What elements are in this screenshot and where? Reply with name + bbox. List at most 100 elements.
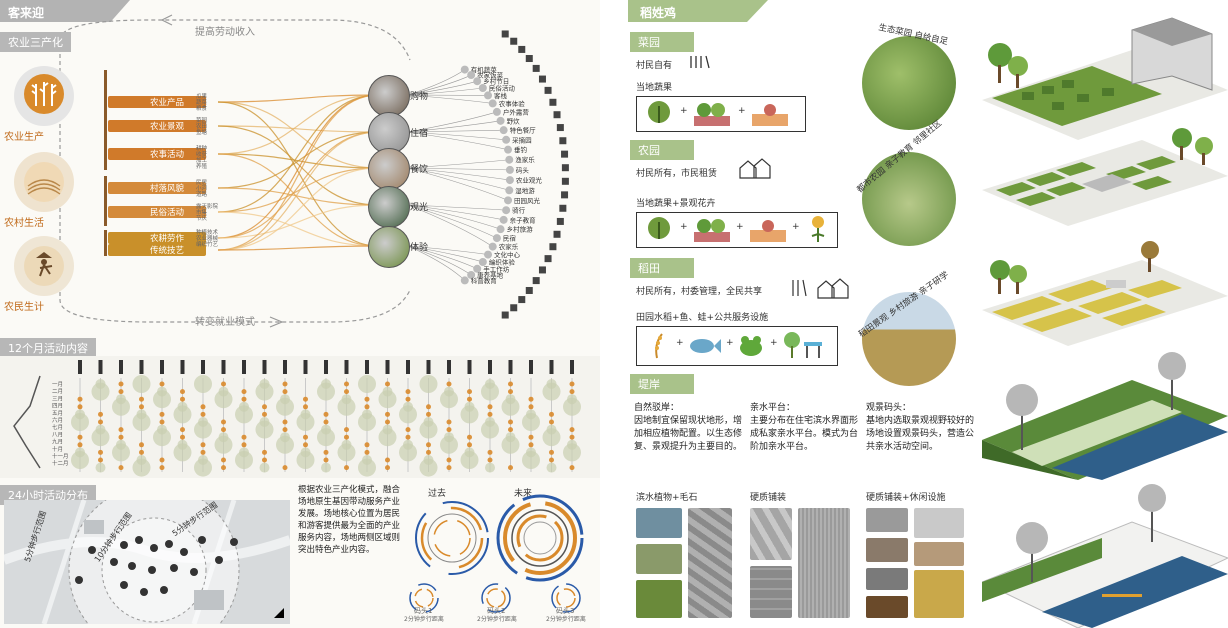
activity-intensity-dot [98,419,103,425]
category-label-4: 村落风貌 [150,184,185,194]
activity-intensity-dot [378,428,397,447]
activity-column-header [160,360,164,374]
activity-intensity-dot [71,451,89,469]
fan-item-label: 特色餐厅 [510,126,537,135]
activity-intensity-dot [303,434,308,440]
activity-column-header [180,360,185,374]
fan-item-icon [518,45,526,53]
past-label: 过去 [428,489,447,499]
fan-node [467,71,476,80]
activity-intensity-dot [282,427,288,433]
activity-intensity-dot [419,375,438,393]
fan-item-icon [501,30,509,38]
activity-intensity-dot [221,381,226,387]
activity-column-header [529,360,533,374]
fan-line [407,204,501,230]
fan-item-label: 乡村旅游 [507,225,534,234]
activity-column-header [508,360,513,374]
fan-line [407,87,483,96]
fan-node [496,225,505,234]
fan-item-icon [561,164,569,172]
activity-column-header [467,360,472,374]
fan-line [407,204,507,211]
veg-bed-icon [694,103,730,126]
month-label: 一月 [52,381,63,388]
activity-intensity-dot [549,449,554,455]
activity-intensity-dot [235,405,253,424]
flow-line-1 [217,94,379,103]
flow-line-7 [217,153,379,169]
swatch-bench-1 [914,508,964,538]
fan-item-icon [532,64,540,72]
bar-livelihood [104,230,107,256]
swatch-rubble-stone [688,508,732,618]
activity-intensity-dot [173,405,192,424]
fan-item-label: 田园风光 [514,196,541,205]
swatch-aquatic-plants-3 [636,580,682,618]
flow-line-11 [217,94,379,213]
category-label-5: 民俗活动 [150,208,185,218]
swatch-bench-3 [914,570,964,618]
fan-line [407,204,498,239]
fan-item-label: 农家乐 [499,242,519,251]
section-1-desc: 村民自有 [636,61,673,71]
activity-column-header [344,360,349,374]
fan-node [467,270,476,279]
fan-item-label: 渔家乐 [515,155,535,164]
iso-rice-field [982,241,1228,346]
month-label: 十一月 [52,452,69,460]
activity-intensity-dot [132,413,151,431]
activity-intensity-dot [364,449,370,455]
activity-intensity-dot [77,442,83,448]
activity-intensity-dot [546,462,557,473]
section-tag-vegetable-garden: 菜园 [630,32,694,52]
category-label-6: 农耕劳作 [150,234,185,244]
activity-intensity-dot [200,411,206,417]
category-sub-item: 编织竹艺 [196,242,219,248]
activity-intensity-dot [426,442,431,448]
activity-intensity-dot [446,465,452,471]
activity-intensity-dot [508,419,513,425]
category-bar-1 [108,96,206,108]
category-sub-item: 蔬菜 [196,100,208,106]
activity-intensity-dot [276,435,294,454]
section-2-desc: 村民所有，市民租赁 [636,169,718,179]
section-2-sub: 当地蔬果+景观花卉 [636,199,716,209]
fan-item-label: 民俗活动 [489,84,516,93]
clock-1-label: 码头1 [414,607,433,615]
activity-column-header [242,360,246,374]
fan-node [492,107,501,116]
trend-line [13,375,41,469]
activity-intensity-dot [358,375,376,393]
fan-node [499,126,508,135]
section-tag-rice-field: 稻田 [630,258,694,278]
activity-intensity-dot [501,435,520,454]
activity-node-4 [368,186,410,228]
fan-line [407,245,472,276]
activity-intensity-dot [467,389,472,395]
fan-node [499,215,508,224]
activity-intensity-dot [118,434,124,440]
fan-line [407,120,501,133]
activity-intensity-dot [563,443,581,462]
activity-intensity-dot [337,397,356,416]
activity-intensity-dot [522,451,540,469]
activity-intensity-dot [221,419,226,425]
activity-intensity-dot [399,443,417,462]
activity-column-header [221,360,226,374]
flow-line-8 [217,153,379,247]
fan-node [484,250,493,259]
category-sub-item: 小河 [196,186,208,192]
activity-intensity-dot [180,389,185,395]
activity-intensity-dot [569,381,575,387]
frog-icon [740,336,762,356]
fan-node [478,84,487,93]
future-clock-ring [503,501,577,575]
activity-label-5: 体验 [410,243,429,253]
activity-column-header [570,360,574,374]
activity-intensity-dot [399,405,417,424]
activity-intensity-dot [221,457,226,463]
fan-line [407,80,478,96]
activity-intensity-dot [426,411,431,417]
activity-intensity-dot [296,413,315,431]
